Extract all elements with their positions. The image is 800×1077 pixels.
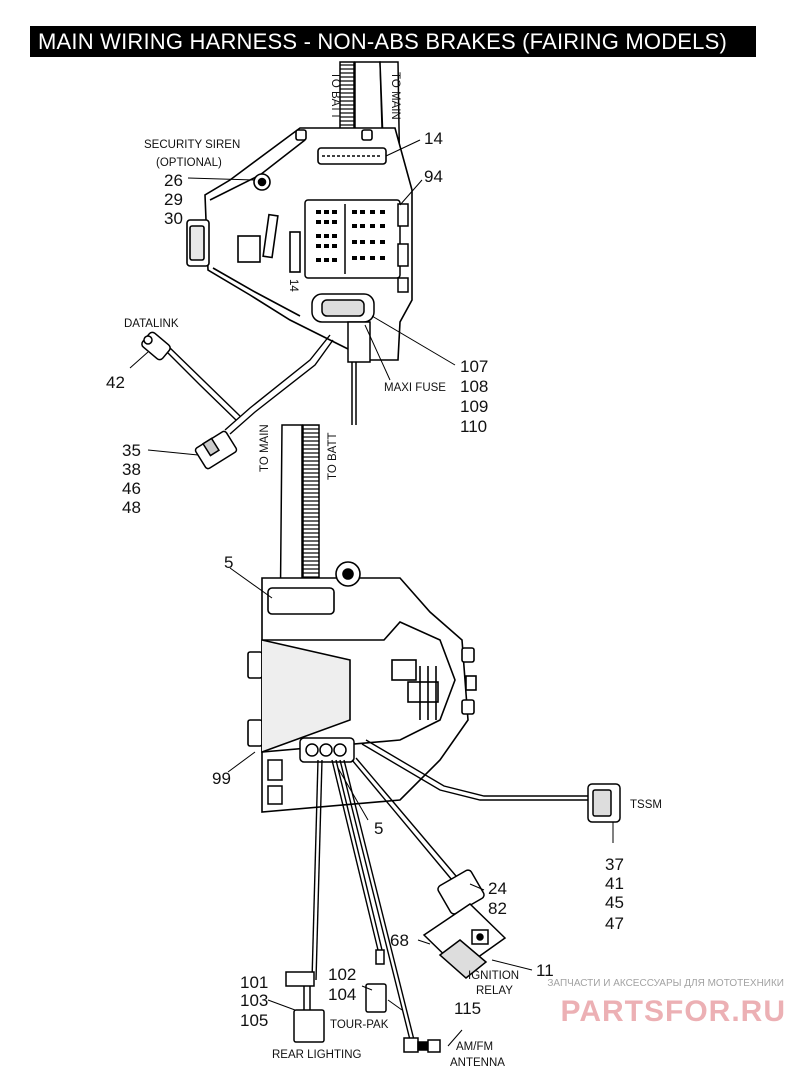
callout-42: 42 (106, 373, 125, 392)
callout-103: 103 (240, 991, 268, 1010)
label-rear-lighting: REAR LIGHTING (272, 1049, 362, 1061)
callout-5-bottom: 5 (374, 819, 383, 838)
label-to-batt-top: TO BATT (329, 72, 341, 120)
datalink-connector (141, 331, 171, 361)
watermark-brand: PARTSFOR.RU (560, 995, 786, 1028)
callout-94: 94 (424, 167, 443, 186)
callout-109: 109 (460, 397, 488, 416)
watermark-tagline: ЗАПЧАСТИ И АКСЕССУАРЫ ДЛЯ МОТОТЕХНИКИ (547, 978, 784, 989)
label-datalink: DATALINK (124, 318, 179, 330)
callout-45: 45 (605, 893, 624, 912)
callout-11: 11 (536, 961, 554, 980)
label-antenna: ANTENNA (450, 1057, 505, 1069)
callout-30: 30 (164, 209, 183, 228)
callout-68: 68 (390, 931, 409, 950)
callout-102: 102 (328, 965, 356, 984)
label-security-siren: SECURITY SIREN (144, 139, 240, 151)
callout-82: 82 (488, 899, 507, 918)
label-ignition: IGNITION (468, 970, 519, 982)
label-am-fm: AM/FM (456, 1041, 493, 1053)
callout-107: 107 (460, 357, 488, 376)
label-relay: RELAY (476, 985, 513, 997)
diagram-title: MAIN WIRING HARNESS - NON-ABS BRAKES (FA… (38, 29, 728, 54)
ignition-relay (422, 869, 507, 979)
title-bar: MAIN WIRING HARNESS - NON-ABS BRAKES (FA… (30, 26, 756, 57)
lower-branch-wires (311, 739, 592, 1041)
callout-41: 41 (605, 874, 624, 893)
fuse-block (304, 199, 409, 293)
callout-47: 47 (605, 914, 624, 933)
callout-35: 35 (122, 441, 141, 460)
label-fuse-block-digit: 14 (287, 279, 299, 292)
label-tssm: TSSM (630, 799, 662, 811)
callout-104: 104 (328, 985, 356, 1004)
lower-junction-box (261, 621, 456, 753)
datalink-branch-wire (164, 334, 334, 435)
label-maxi-fuse: MAXI FUSE (384, 382, 446, 394)
label-to-main-top: TO MAIN (389, 72, 401, 120)
callout-29: 29 (164, 190, 183, 209)
callout-24: 24 (488, 879, 507, 898)
callout-14: 14 (424, 129, 443, 148)
callout-110: 110 (460, 417, 487, 436)
callout-26: 26 (164, 171, 183, 190)
label-to-main-mid: TO MAIN (259, 424, 271, 472)
callout-46: 46 (122, 479, 141, 498)
label-tour-pak: TOUR-PAK (330, 1019, 389, 1031)
callout-99: 99 (212, 769, 231, 788)
tssm-connector (587, 783, 621, 823)
tour-pak-connector (365, 949, 387, 1013)
callout-48: 48 (122, 498, 141, 517)
callout-101: 101 (240, 973, 268, 992)
callout-37: 37 (605, 855, 624, 874)
label-optional: (OPTIONAL) (156, 157, 222, 169)
label-to-batt-mid: TO BATT (327, 433, 339, 481)
maxi-fuse-holder (311, 293, 375, 425)
connector-35 (194, 430, 238, 470)
callout-105: 105 (240, 1011, 268, 1030)
leader-lines (129, 139, 614, 1047)
connector-plug-cluster (267, 737, 355, 805)
callout-115: 115 (454, 999, 481, 1018)
callout-38: 38 (122, 460, 141, 479)
callout-108: 108 (460, 377, 488, 396)
rear-lighting-connector (285, 971, 325, 1043)
am-fm-antenna-connector (403, 1037, 441, 1053)
callout-5-top: 5 (224, 553, 233, 572)
